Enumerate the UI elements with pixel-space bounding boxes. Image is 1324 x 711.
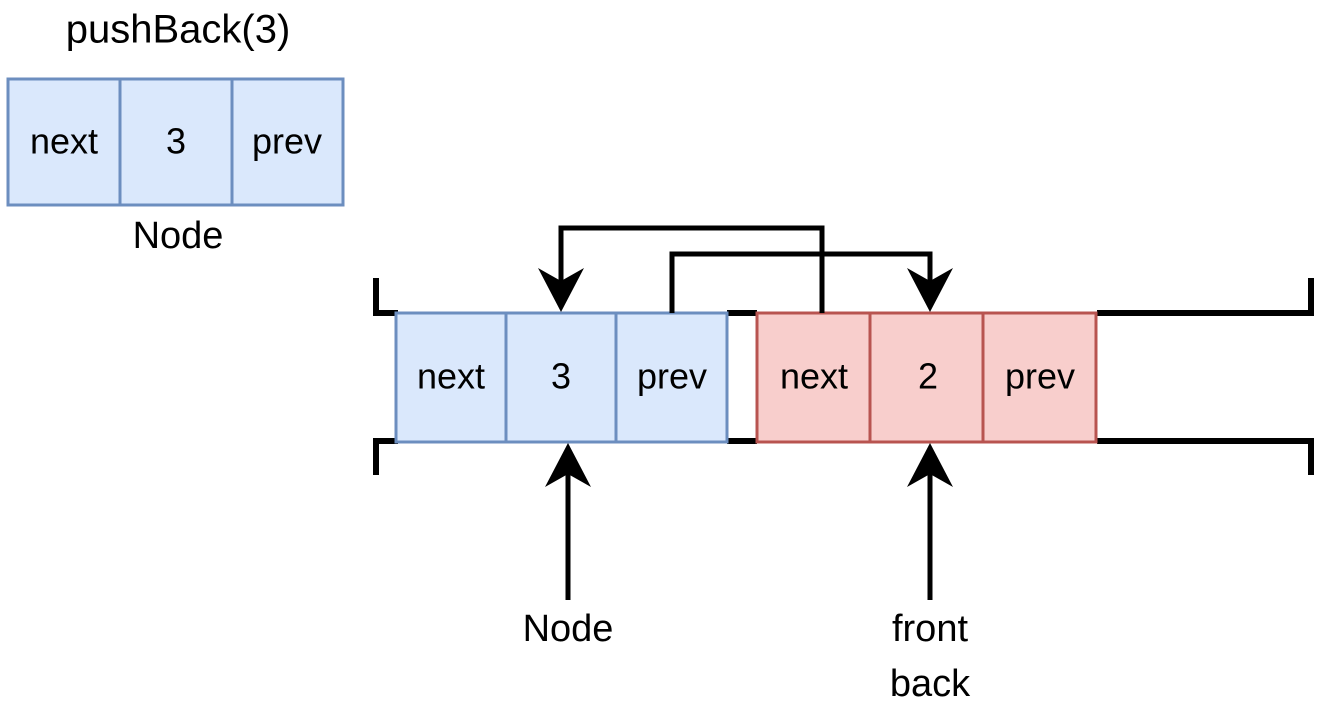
bracket-bottom-left bbox=[373, 438, 398, 475]
label-pointer-node: Node bbox=[523, 443, 614, 650]
list-node-2-cell-prev bbox=[981, 311, 1098, 444]
standalone-node-prev-label: prev bbox=[252, 121, 322, 162]
list-node-2-next-label: next bbox=[780, 356, 848, 397]
list-node-1-cell-value bbox=[504, 311, 618, 444]
list-node-1-value-label: 3 bbox=[551, 356, 571, 397]
list-node-blue-group: next 3 prev bbox=[394, 311, 729, 444]
list-container-brackets bbox=[373, 278, 1314, 475]
list-node-1-cell-next bbox=[394, 311, 508, 444]
connector-prev-to-node2 bbox=[669, 251, 953, 313]
label-pointer-node-arrowhead bbox=[545, 443, 591, 487]
connector-next-to-node3 bbox=[538, 225, 825, 313]
bracket-top-left bbox=[373, 278, 398, 316]
connector-next-arrowhead bbox=[538, 268, 584, 312]
connector-prev-line bbox=[669, 251, 933, 313]
label-pointer-front-back: front back bbox=[890, 443, 971, 705]
operation-title: pushBack(3) bbox=[66, 8, 291, 52]
list-node-red-group: next 2 prev bbox=[755, 311, 1098, 444]
standalone-node-group: pushBack(3) next 3 prev Node bbox=[6, 8, 345, 257]
list-node-1-next-label: next bbox=[417, 356, 485, 397]
list-node-2-cell-next bbox=[755, 311, 872, 444]
list-node-2-cell-value bbox=[868, 311, 985, 444]
list-node-1-cell-prev bbox=[614, 311, 729, 444]
standalone-node-value-label: 3 bbox=[166, 121, 186, 162]
connector-next-line bbox=[558, 225, 825, 313]
standalone-node-cell-value bbox=[118, 77, 234, 207]
list-node-1-caption: Node bbox=[523, 608, 614, 650]
list-node-2-caption-back: back bbox=[890, 663, 971, 705]
standalone-node-next-label: next bbox=[30, 121, 98, 162]
standalone-node-cell-prev bbox=[230, 77, 345, 207]
bracket-bottom-right bbox=[1097, 438, 1314, 475]
standalone-node-caption: Node bbox=[133, 215, 224, 257]
bracket-top-right bbox=[1097, 278, 1314, 316]
connector-prev-arrowhead bbox=[907, 268, 953, 312]
list-node-1-prev-label: prev bbox=[637, 356, 707, 397]
label-pointer-front-back-arrowhead bbox=[907, 443, 953, 487]
list-node-2-prev-label: prev bbox=[1005, 356, 1075, 397]
list-node-2-caption-front: front bbox=[892, 608, 968, 650]
list-node-2-value-label: 2 bbox=[918, 356, 938, 397]
standalone-node-cell-next bbox=[6, 77, 122, 207]
